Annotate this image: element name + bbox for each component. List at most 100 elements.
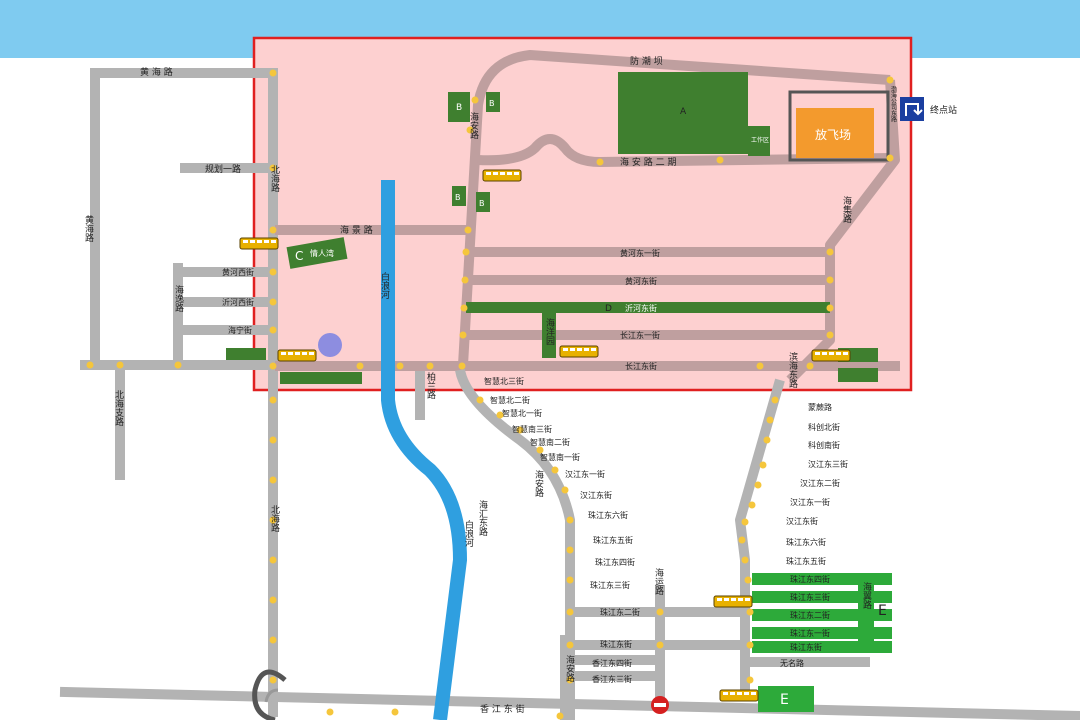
road-dot [174,361,182,369]
road-dot [826,331,834,339]
road-dot [566,641,574,649]
compass-logo [252,669,287,720]
e-street-2 [752,591,892,603]
label-area-b3: B [455,193,461,202]
road-dot [566,676,574,684]
road-dot [459,331,467,339]
street-right-3: 汉江东三街 [808,459,848,469]
sea-left-white [0,58,40,720]
road-dot [886,154,894,162]
e-street-label-2: 珠江东二街 [790,610,830,620]
street-left-12: 珠江东二街 [600,607,640,617]
road-dot [269,436,277,444]
compass-icon [252,669,287,720]
road-dot [746,641,754,649]
label-huanghai-top: 黄 海 路 [140,66,173,78]
label-area-a: A [680,107,687,117]
street-left-10: 珠江东四街 [595,557,635,567]
road-dot [496,411,504,419]
label-huanghe-dong: 黄河东街 [625,276,657,286]
road-dot [464,226,472,234]
road-dot [746,676,754,684]
road-dot [269,298,277,306]
compass-inner [264,688,279,703]
haian-erqi [477,134,891,167]
street-right-1: 科创北街 [808,422,840,432]
road-dot [269,636,277,644]
label-bolan: 柏兰路 [425,371,436,400]
label-huanghe-xi: 黄河西街 [222,267,254,277]
bus-icon [719,689,759,702]
label-haian-south: 海安路 [533,469,544,498]
bailang-river [381,180,468,720]
road-dot [738,536,746,544]
street-lists: 智慧北三街智慧北二街智慧北一街智慧南三街智慧南二街智慧南一街汉江东一街汉江东街珠… [484,376,848,684]
street-left-4: 智慧南二街 [530,437,570,447]
area-b-mid-right [476,192,490,212]
road-dot [391,708,399,716]
road-dot [269,516,277,524]
bus-icon [277,349,317,362]
label-changjiang-dong: 长江东街 [625,361,657,371]
label-bailanghe-south: 白浪河 [463,519,474,547]
road-dot [536,446,544,454]
road-dot [426,362,434,370]
road-dot [269,362,277,370]
road-dot [746,608,754,616]
grey-roads [59,68,1080,720]
area-b-mid-left [452,186,466,206]
e-vertical-road [858,578,874,650]
label-huanghe-dong-1: 黄河东一街 [620,248,660,258]
label-haiyangyuan: 海洋园 [544,317,555,346]
street-left-2: 智慧北一街 [502,408,542,418]
road-dot [754,481,762,489]
bus-icon [713,595,753,608]
e-street-label-4: 珠江东街 [790,642,822,652]
terminal-arrow-icon [905,103,923,116]
road-dot [806,362,814,370]
area-green-bottom [280,372,362,384]
road-dot [269,596,277,604]
road-dot [566,608,574,616]
e-street-5 [752,641,892,653]
no-entry-sign [651,696,669,714]
road-dot [269,476,277,484]
label-area-b1: B [456,103,462,113]
road-dot [86,361,94,369]
road-dot [566,546,574,554]
road-dot [269,268,277,276]
label-terminal-road: 渤海公司东路 [890,85,897,123]
area-green-right-2 [838,368,878,382]
street-right-8: 珠江东五街 [786,556,826,566]
road-dot [763,436,771,444]
road-dot [756,362,764,370]
road-dot [748,501,756,509]
street-lower-2: 无名路 [780,658,804,668]
label-area-e2: E [780,692,789,708]
street-lower-1: 香江东三街 [592,674,632,684]
label-yihe-dong: 沂河东街 [625,303,657,313]
street-right-6: 汉江东街 [786,516,818,526]
area-fangfeichang [796,108,874,158]
street-left-8: 珠江东六街 [588,510,628,520]
road-dot [741,518,749,526]
bus-icon [559,345,599,358]
label-area-b4: B [479,199,485,208]
label-beihai-zhi: 北海支路 [113,390,124,427]
label-area-d: D [605,304,612,314]
label-haian-north: 海安路 [468,111,479,140]
street-right-7: 珠江东六街 [786,537,826,547]
road-dot [116,361,124,369]
area-a [618,72,748,154]
street-left-3: 智慧南三街 [512,424,552,434]
e-box [758,686,814,712]
road-dot [656,608,664,616]
road-dot [476,396,484,404]
label-bailanghe-north: 白浪河 [379,271,390,299]
e-street-4 [752,627,892,639]
label-haining: 海宁街 [228,325,252,335]
label-guihua: 规划一路 [205,163,241,175]
street-left-6: 汉江东一街 [565,469,605,479]
label-haiyi-right: 海翼路 [861,581,872,610]
